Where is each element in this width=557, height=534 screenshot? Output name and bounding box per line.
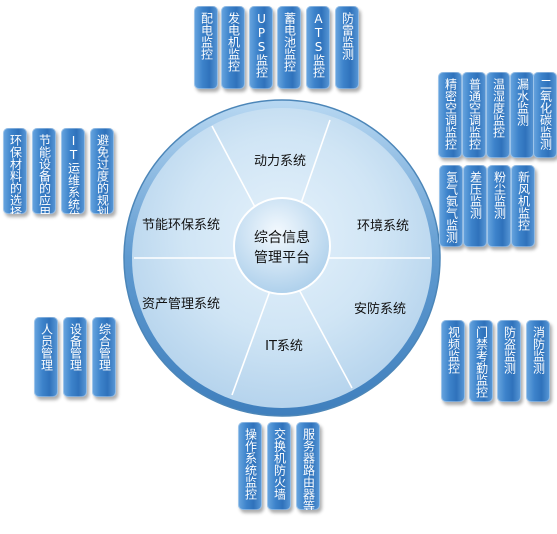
card-video[interactable]: 视频监控	[441, 320, 465, 402]
card-energy-equipment[interactable]: 节能设备的应用	[32, 128, 56, 214]
card-eco-materials[interactable]: 环保材料的选择	[3, 128, 27, 214]
card-avoid-overplanning[interactable]: 避免过度的规划	[90, 128, 114, 214]
card-anti-theft[interactable]: 防盗监测	[497, 320, 521, 402]
card-integrated[interactable]: 综合管理	[92, 317, 116, 397]
card-generator[interactable]: 发电机监控	[221, 6, 245, 89]
center-title-line-1: 综合信息	[254, 229, 310, 246]
card-co2[interactable]: 二氧化碳监测	[533, 72, 557, 158]
card-switch-firewall[interactable]: 交换机防火墙	[267, 422, 291, 510]
card-precision-ac[interactable]: 精密空调监控	[438, 72, 462, 158]
segment-it-system[interactable]: IT系统	[265, 339, 303, 354]
card-hydrogen-ammonia[interactable]: 氢气氨气监测	[439, 165, 463, 247]
card-pressure-difference[interactable]: 差压监测	[463, 165, 487, 247]
card-it-ops[interactable]: IT运维系统优化	[61, 128, 85, 214]
card-temp-humidity[interactable]: 温湿度监控	[486, 72, 510, 158]
card-equipment[interactable]: 设备管理	[63, 317, 87, 397]
segment-energy-saving-system[interactable]: 节能环保系统	[142, 218, 220, 233]
segment-asset-management-system[interactable]: 资产管理系统	[142, 297, 220, 312]
card-water-leak[interactable]: 漏水监测	[510, 72, 534, 158]
segment-security-system[interactable]: 安防系统	[354, 301, 406, 317]
card-battery[interactable]: 蓄电池监控	[277, 6, 301, 89]
card-os[interactable]: 操作系统监控	[238, 422, 262, 510]
center-hub	[233, 197, 331, 295]
card-lightning[interactable]: 防雷监测	[335, 6, 359, 89]
card-dust[interactable]: 粉尘监测	[487, 165, 511, 247]
card-ats[interactable]: ATS监控	[306, 6, 330, 89]
card-ordinary-ac[interactable]: 普通空调监控	[462, 72, 486, 158]
segment-environment-system[interactable]: 环境系统	[357, 219, 409, 234]
card-personnel[interactable]: 人员管理	[34, 317, 58, 397]
segment-power-system[interactable]: 动力系统	[254, 154, 306, 169]
card-ups[interactable]: UPS监控	[249, 6, 273, 89]
center-title-line-2: 管理平台	[254, 250, 310, 266]
card-fire[interactable]: 消防监测	[526, 320, 550, 402]
card-server-router[interactable]: 服务器路由器等	[296, 422, 320, 510]
card-access-attendance[interactable]: 门禁考勤监控	[469, 320, 493, 402]
card-fresh-air[interactable]: 新风机监控	[511, 165, 535, 247]
card-power-distribution[interactable]: 配电监控	[194, 6, 218, 89]
